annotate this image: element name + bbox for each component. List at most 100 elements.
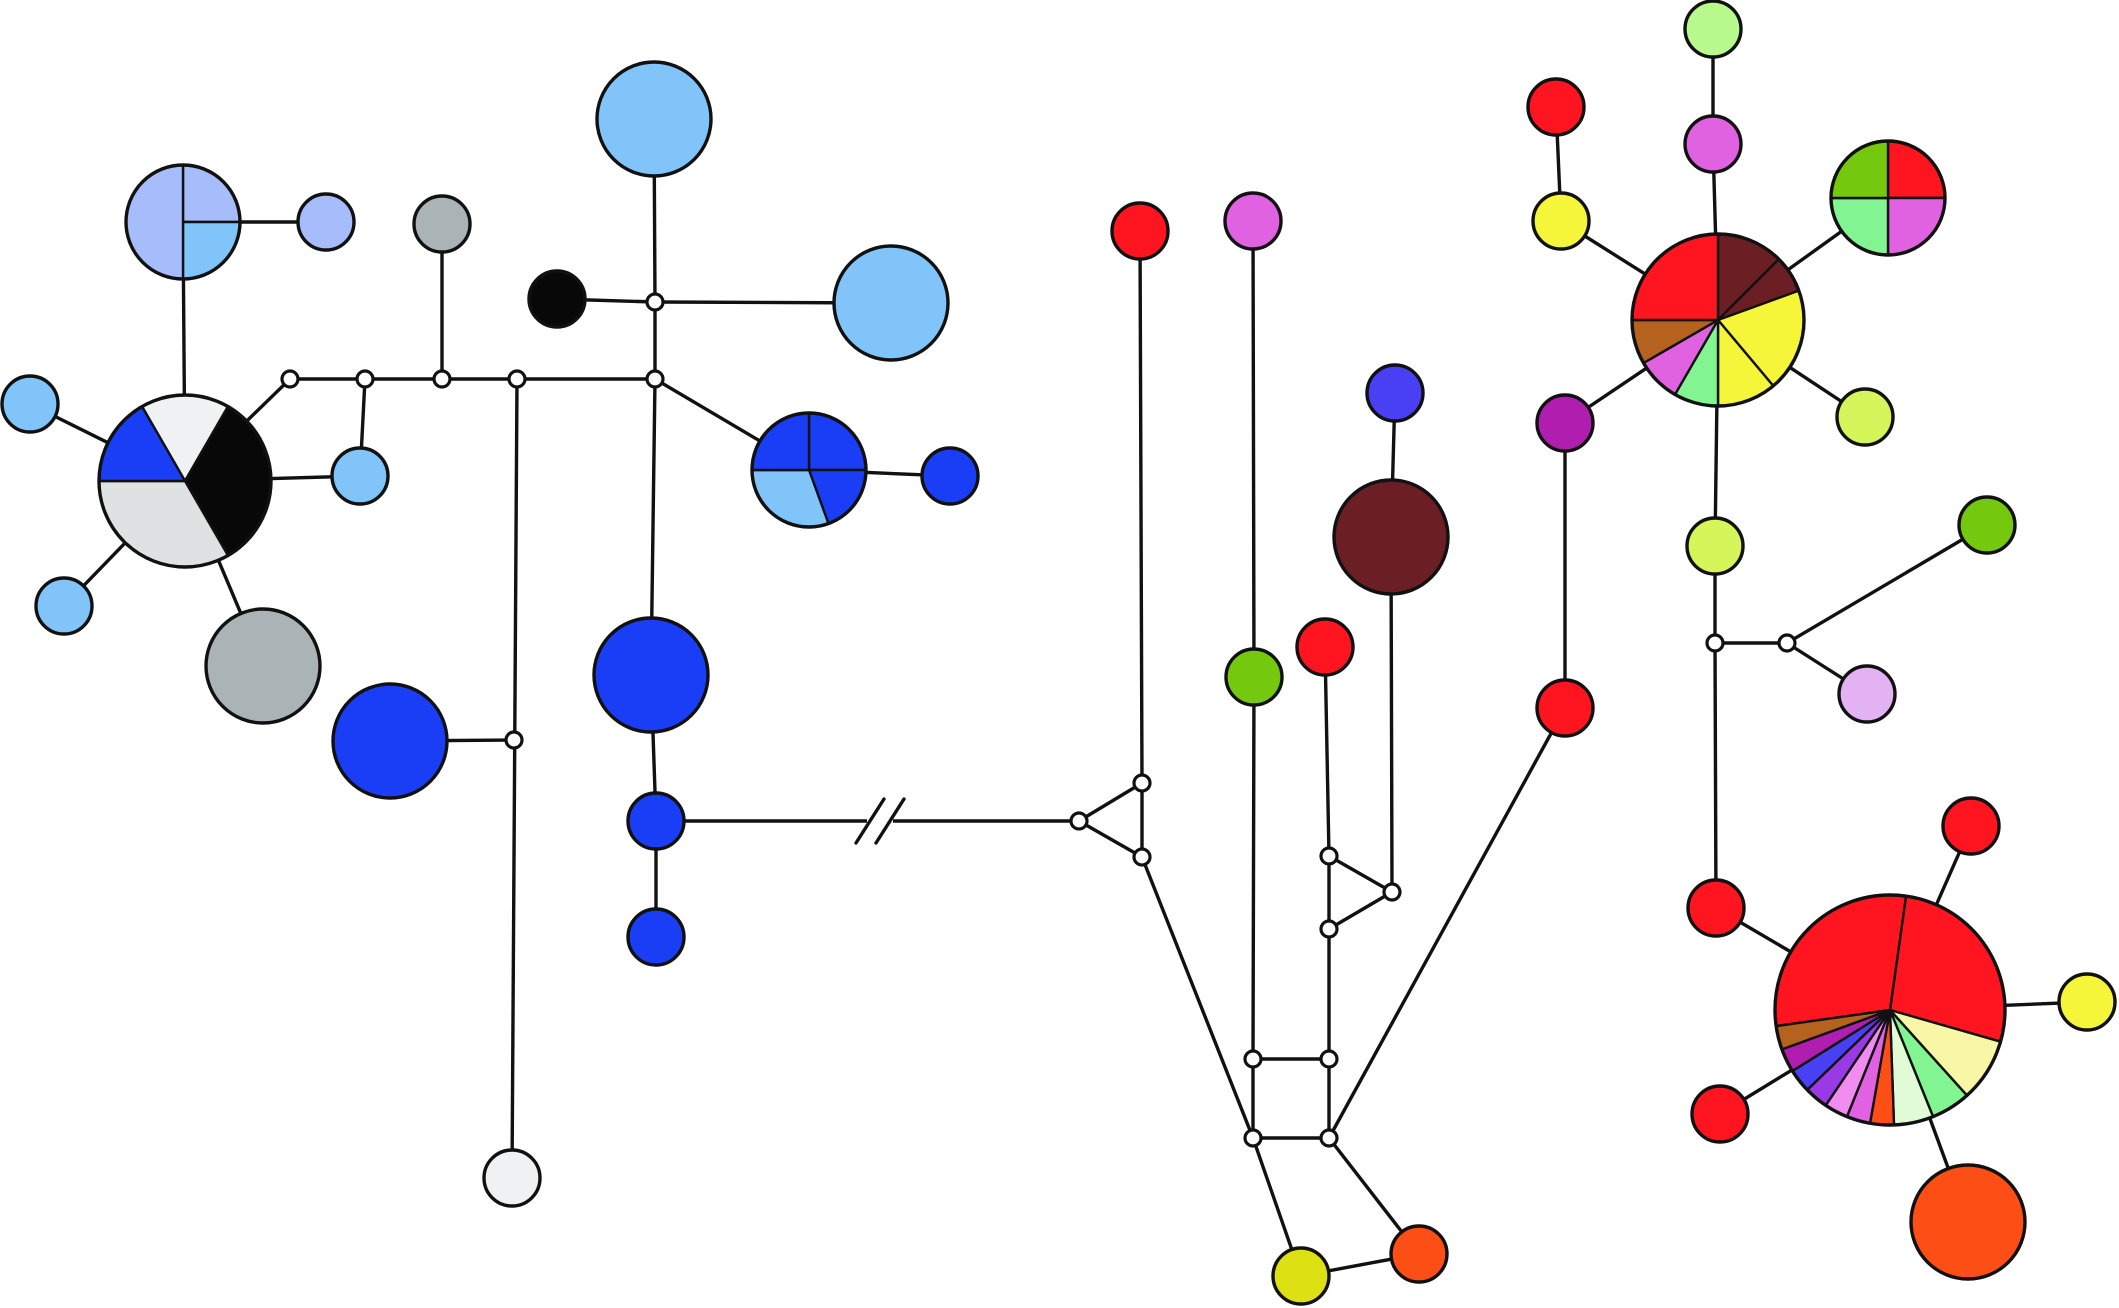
edge-p1-b22	[1713, 641, 1718, 910]
haplotype-node-b21	[1941, 796, 2001, 856]
haplotype-circle-b8	[1535, 678, 1595, 738]
median-vector-n3	[1132, 847, 1152, 867]
haplotype-node-b11	[1683, 0, 1743, 59]
haplotype-node-a11	[832, 244, 950, 362]
haplotype-circle-b5	[1295, 617, 1355, 677]
haplotype-node-b15	[1829, 139, 1947, 257]
haplotype-circle-b22	[1686, 878, 1746, 938]
haplotype-node-a6	[204, 607, 322, 725]
haplotype-node-a5	[34, 576, 94, 636]
haplotype-node-a3	[0, 374, 60, 434]
haplotype-circle-b10	[1389, 1224, 1449, 1284]
haplotype-circle-b25	[1690, 1084, 1750, 1144]
pie-outline-a4	[97, 393, 273, 569]
haplotype-circle-a9	[527, 269, 587, 329]
haplotype-circle-a8	[412, 194, 472, 254]
haplotype-circle-b7	[1535, 393, 1595, 453]
haplotype-circle-a10	[595, 60, 713, 178]
median-vector-m6	[645, 292, 665, 312]
haplotype-circle-b6	[1224, 647, 1284, 707]
median-vector-m2	[355, 369, 375, 389]
edge-n2-n1	[1077, 781, 1144, 823]
haplotype-node-b2	[1223, 191, 1283, 251]
edge-b2-b6	[1251, 219, 1256, 679]
pie-outline-b23	[1773, 893, 2007, 1127]
haplotype-circle-b21	[1941, 796, 2001, 856]
haplotype-circle-a18	[482, 1148, 542, 1208]
haplotype-node-a1	[124, 163, 242, 281]
haplotype-circle-b1	[1110, 201, 1170, 261]
haplotype-circle-a7	[330, 446, 390, 506]
median-vector-n9	[1243, 1128, 1263, 1148]
median-vectors	[280, 292, 1797, 1148]
edge-b4-n5	[1389, 535, 1394, 894]
haplotype-node-b5	[1295, 617, 1355, 677]
haplotype-node-b22	[1686, 878, 1746, 938]
median-vector-m5	[645, 369, 665, 389]
pie-outline-b16	[1630, 232, 1806, 408]
haplotype-node-b10	[1389, 1224, 1449, 1284]
haplotype-circle-a15	[592, 616, 710, 734]
haplotype-node-a10	[595, 60, 713, 178]
haplotype-node-a2	[296, 192, 356, 252]
edge-n2-n3	[1077, 819, 1144, 859]
haplotype-circle-a2	[296, 192, 356, 252]
median-vector-n4	[1319, 846, 1339, 866]
haplotype-node-b9	[1271, 1246, 1331, 1306]
haplotype-circle-b9	[1271, 1246, 1331, 1306]
edge-m4-a18	[510, 377, 519, 1180]
edge-b5-n4	[1323, 645, 1331, 858]
median-vector-n7	[1243, 1049, 1263, 1069]
haplotype-circle-b13	[1526, 77, 1586, 137]
haplotype-node-a15	[592, 616, 710, 734]
haplotype-node-b19	[1957, 495, 2017, 555]
median-vector-m4	[507, 369, 527, 389]
haplotype-node-b3	[1365, 363, 1425, 423]
haplotype-node-a8	[412, 194, 472, 254]
haplotype-circle-b14	[1531, 191, 1591, 251]
edge-n1-b1	[1138, 229, 1144, 785]
haplotype-node-b6	[1224, 647, 1284, 707]
haplotype-circle-b19	[1957, 495, 2017, 555]
haplotype-circle-a11	[832, 244, 950, 362]
median-vector-m1	[280, 369, 300, 389]
haplotype-node-b18	[1685, 516, 1745, 576]
haplotype-circle-b18	[1685, 516, 1745, 576]
haplotype-circle-b2	[1223, 191, 1283, 251]
haplotype-circle-b12	[1683, 114, 1743, 174]
pie-slice-a1-2	[124, 163, 185, 281]
median-vector-n6	[1319, 919, 1339, 939]
haplotype-circle-a13	[920, 446, 980, 506]
haplotype-node-a4	[97, 393, 273, 569]
haplotype-node-b16	[1630, 232, 1806, 408]
haplotype-circle-b11	[1683, 0, 1743, 59]
median-vector-n10	[1319, 1128, 1339, 1148]
haplotype-node-b20	[1837, 664, 1897, 724]
haplotype-node-b7	[1535, 393, 1595, 453]
haplotype-node-b12	[1683, 114, 1743, 174]
median-vector-p1	[1705, 633, 1725, 653]
pie-outline-a12	[750, 411, 868, 529]
edge-b6-n7	[1251, 675, 1256, 1061]
pie-outline-a1	[124, 163, 242, 281]
haplotype-circle-a14	[331, 682, 449, 800]
break-marker	[854, 797, 906, 845]
break-slash-1	[854, 797, 886, 845]
haplotype-circle-b17	[1835, 387, 1895, 447]
haplotype-circle-b20	[1837, 664, 1897, 724]
median-vector-p2	[1777, 633, 1797, 653]
haplotype-node-b24	[2057, 972, 2117, 1032]
median-vector-n5	[1382, 882, 1402, 902]
median-vector-n1	[1132, 773, 1152, 793]
haplotype-node-b4	[1332, 478, 1450, 596]
haplotype-circle-b4	[1332, 478, 1450, 596]
haplotype-circle-b26	[1909, 1163, 2027, 1281]
haplotype-node-b26	[1909, 1163, 2027, 1281]
haplotype-circle-a5	[34, 576, 94, 636]
haplotype-node-a12	[750, 411, 868, 529]
pie-slice-b23-11	[1773, 893, 1908, 1028]
haplotype-node-b23	[1773, 893, 2007, 1127]
median-vector-m7	[504, 730, 524, 750]
haplotype-node-b14	[1531, 191, 1591, 251]
